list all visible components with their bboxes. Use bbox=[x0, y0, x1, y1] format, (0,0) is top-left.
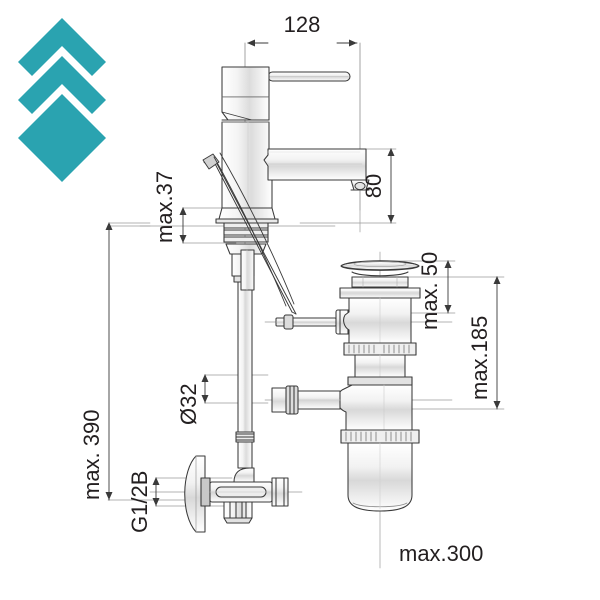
dim-label-max300: max.300 bbox=[399, 541, 483, 566]
faucet-assembly bbox=[202, 66, 370, 469]
faucet-cartridge-housing bbox=[221, 66, 270, 121]
faucet-body-column bbox=[221, 121, 273, 209]
lift-rod bbox=[202, 153, 297, 315]
supply-tail-pipe bbox=[235, 281, 255, 469]
waste-stopper-seat bbox=[351, 271, 409, 288]
wall-backplate bbox=[200, 477, 211, 507]
dim-label-g12b: G1/2B bbox=[127, 471, 152, 533]
dim-label-80: 80 bbox=[361, 174, 386, 198]
mounting-shank bbox=[223, 222, 269, 243]
dim-label-max390: max. 390 bbox=[79, 410, 104, 501]
dim-label-max50: max. 50 bbox=[417, 252, 442, 330]
faucet-spout bbox=[263, 148, 367, 181]
wall-escutcheon bbox=[184, 455, 206, 533]
faucet-lever-handle bbox=[267, 71, 351, 82]
centerlines bbox=[107, 42, 505, 569]
waste-stopper-cap bbox=[340, 260, 420, 271]
waste-connector-tube bbox=[354, 354, 406, 378]
stacked-chevron-diamond-logo bbox=[18, 18, 106, 182]
dim-label-max37: max.37 bbox=[152, 171, 177, 243]
waste-flange-body bbox=[339, 287, 421, 299]
flexible-hose bbox=[213, 152, 295, 307]
waste-body bbox=[343, 297, 412, 344]
wall-connection-assembly bbox=[184, 455, 289, 533]
faucet-aerator bbox=[350, 179, 370, 191]
trap-inlet-body bbox=[271, 384, 413, 431]
trap-cup-nut bbox=[340, 429, 420, 444]
dim-label-128: 128 bbox=[284, 12, 321, 37]
dimension-text-layer: 128 80 max.37 max. 390 Ø32 G1/2B max. 50… bbox=[79, 12, 492, 566]
trap-connector-nut bbox=[343, 342, 417, 356]
waste-collar-ring bbox=[347, 376, 413, 386]
lift-rod-clevis bbox=[240, 249, 255, 291]
pivot-rod bbox=[275, 309, 353, 335]
valve-elbow bbox=[233, 467, 255, 483]
bottle-trap-cup bbox=[347, 442, 413, 512]
dim-label-dia32: Ø32 bbox=[176, 383, 201, 425]
waste-and-trap-assembly bbox=[271, 260, 421, 512]
valve-handle-cap bbox=[223, 501, 253, 524]
dim-label-max185: max.185 bbox=[467, 316, 492, 400]
